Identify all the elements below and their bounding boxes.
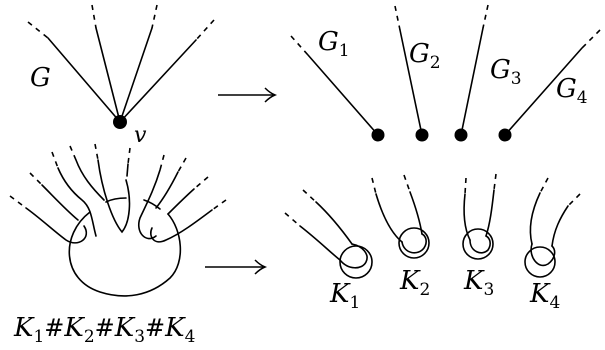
knot-k2 [371, 174, 430, 259]
knot-strand-5 [150, 209, 213, 243]
vertex-dot [113, 115, 127, 129]
edge-g1-dashed [290, 35, 309, 56]
graph-label: G [30, 63, 51, 93]
separated-knots: K1 K2 K3 K4 [284, 173, 581, 313]
vertex-g1 [371, 128, 385, 142]
graph-with-vertex: G v [27, 4, 215, 148]
edge-3 [119, 27, 153, 123]
knot-k2-loop [398, 227, 430, 259]
edge-g2-dashed [394, 5, 401, 31]
edge-g4 [504, 47, 583, 136]
edge-3-dashed [151, 4, 158, 29]
edge-4 [119, 39, 197, 123]
knot-k3-loop [462, 228, 494, 260]
label-k2: K2 [399, 266, 430, 300]
arrow-bottom [205, 259, 268, 275]
knot-k1 [284, 189, 373, 279]
knot-k1-loop [339, 245, 373, 279]
edge-2 [95, 27, 121, 123]
knot-strand-1 [25, 207, 88, 244]
knot-circle [68, 211, 182, 297]
vertex-g4 [498, 128, 512, 142]
knot-strand-4 [138, 169, 161, 240]
edge-g1 [307, 54, 379, 136]
label-g3: G3 [490, 55, 522, 89]
edge-1 [47, 37, 121, 123]
arrow-top [218, 87, 278, 103]
knot-k3 [462, 173, 497, 260]
label-g2: G2 [409, 39, 441, 73]
knot-circle-top-1 [105, 197, 127, 203]
split-graph: G1 G2 G3 G4 [290, 4, 601, 142]
label-g4: G4 [556, 74, 588, 108]
edge-g4-dashed [581, 29, 601, 49]
label-g1: G1 [318, 27, 350, 61]
knot-circle-top-2 [143, 199, 161, 210]
edge-4-dashed [195, 19, 215, 41]
knot-k4-loop [524, 246, 556, 278]
label-k1: K1 [329, 279, 360, 313]
label-k4: K4 [529, 279, 560, 313]
vertex-g3 [454, 128, 468, 142]
connected-sum-knot: K1#K2#K3#K4 [9, 143, 227, 347]
edge-2-dashed [91, 4, 97, 29]
label-k3: K3 [463, 266, 494, 300]
edge-g3 [460, 27, 484, 136]
edge-g3-dashed [482, 4, 489, 29]
knot-strand-2 [57, 167, 97, 237]
connected-sum-label: K1#K2#K3#K4 [13, 313, 195, 347]
knot-strand-3 [97, 159, 131, 234]
knot-k4 [524, 177, 581, 278]
edge-g2 [399, 29, 423, 136]
edge-1-dashed [27, 21, 49, 39]
vertex-label: v [134, 123, 147, 148]
vertex-g2 [415, 128, 429, 142]
